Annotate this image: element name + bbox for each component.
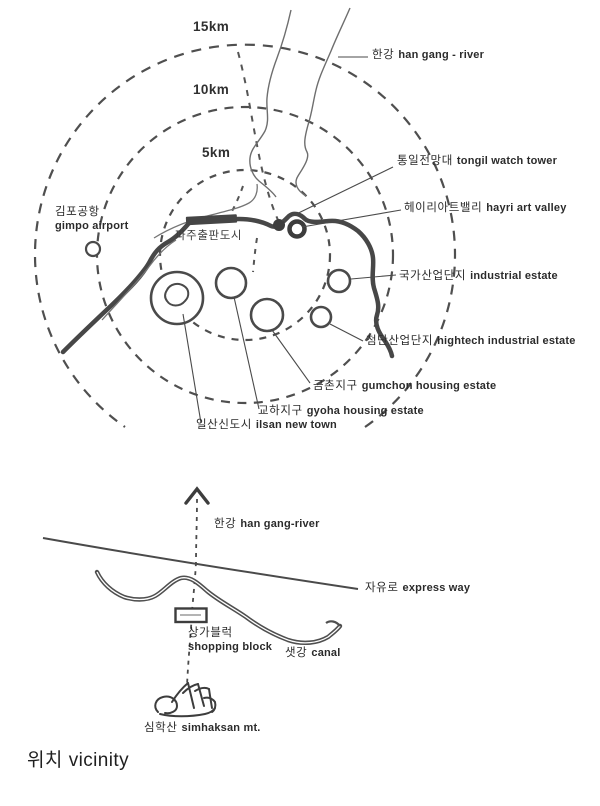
tongil-watch-tower-dot bbox=[273, 219, 285, 231]
industrial-estate-circle bbox=[326, 268, 352, 294]
range-ring-10km bbox=[95, 105, 395, 405]
leader-gyoha bbox=[233, 296, 260, 410]
estate-circles bbox=[149, 266, 352, 333]
range-ring-15km bbox=[33, 43, 457, 428]
leader-gumchon bbox=[271, 329, 311, 384]
ilsan-inner-blob bbox=[164, 282, 190, 307]
label-paju-book-city: 파주출판도시 bbox=[175, 230, 243, 242]
label-shopping-block: 상가블럭 shopping block bbox=[188, 627, 273, 653]
hightech-industrial-circle bbox=[309, 305, 333, 329]
leader-hayri bbox=[301, 209, 402, 228]
leader-industrial bbox=[350, 274, 397, 280]
leader-lines bbox=[182, 56, 402, 424]
gimpo-airport-circle bbox=[84, 240, 102, 258]
gumchon-housing-circle bbox=[249, 297, 285, 333]
label-5km-ring: 5km bbox=[202, 145, 231, 160]
label-10km-ring: 10km bbox=[193, 82, 230, 97]
leader-hightech bbox=[329, 323, 364, 342]
label-gimpo-airport: 김포공항 gimpo airport bbox=[55, 206, 129, 232]
leader-tongil bbox=[281, 166, 394, 222]
label-15km-ring: 15km bbox=[193, 19, 230, 34]
paju-book-city-block bbox=[185, 214, 238, 226]
range-rings bbox=[33, 43, 457, 428]
canal-path bbox=[94, 569, 343, 646]
north-arrow-icon bbox=[184, 486, 210, 505]
expressway-line bbox=[42, 537, 359, 590]
range-ring-5km bbox=[158, 168, 332, 342]
axis-dashed-line bbox=[186, 498, 198, 687]
han-river-north-branch bbox=[249, 7, 351, 198]
hayri-art-valley-ring bbox=[287, 219, 307, 239]
gyoha-housing-circle bbox=[214, 266, 248, 300]
mountain-sketch bbox=[154, 682, 217, 718]
river-bank-lines bbox=[101, 183, 258, 321]
leader-ilsan bbox=[182, 313, 202, 424]
